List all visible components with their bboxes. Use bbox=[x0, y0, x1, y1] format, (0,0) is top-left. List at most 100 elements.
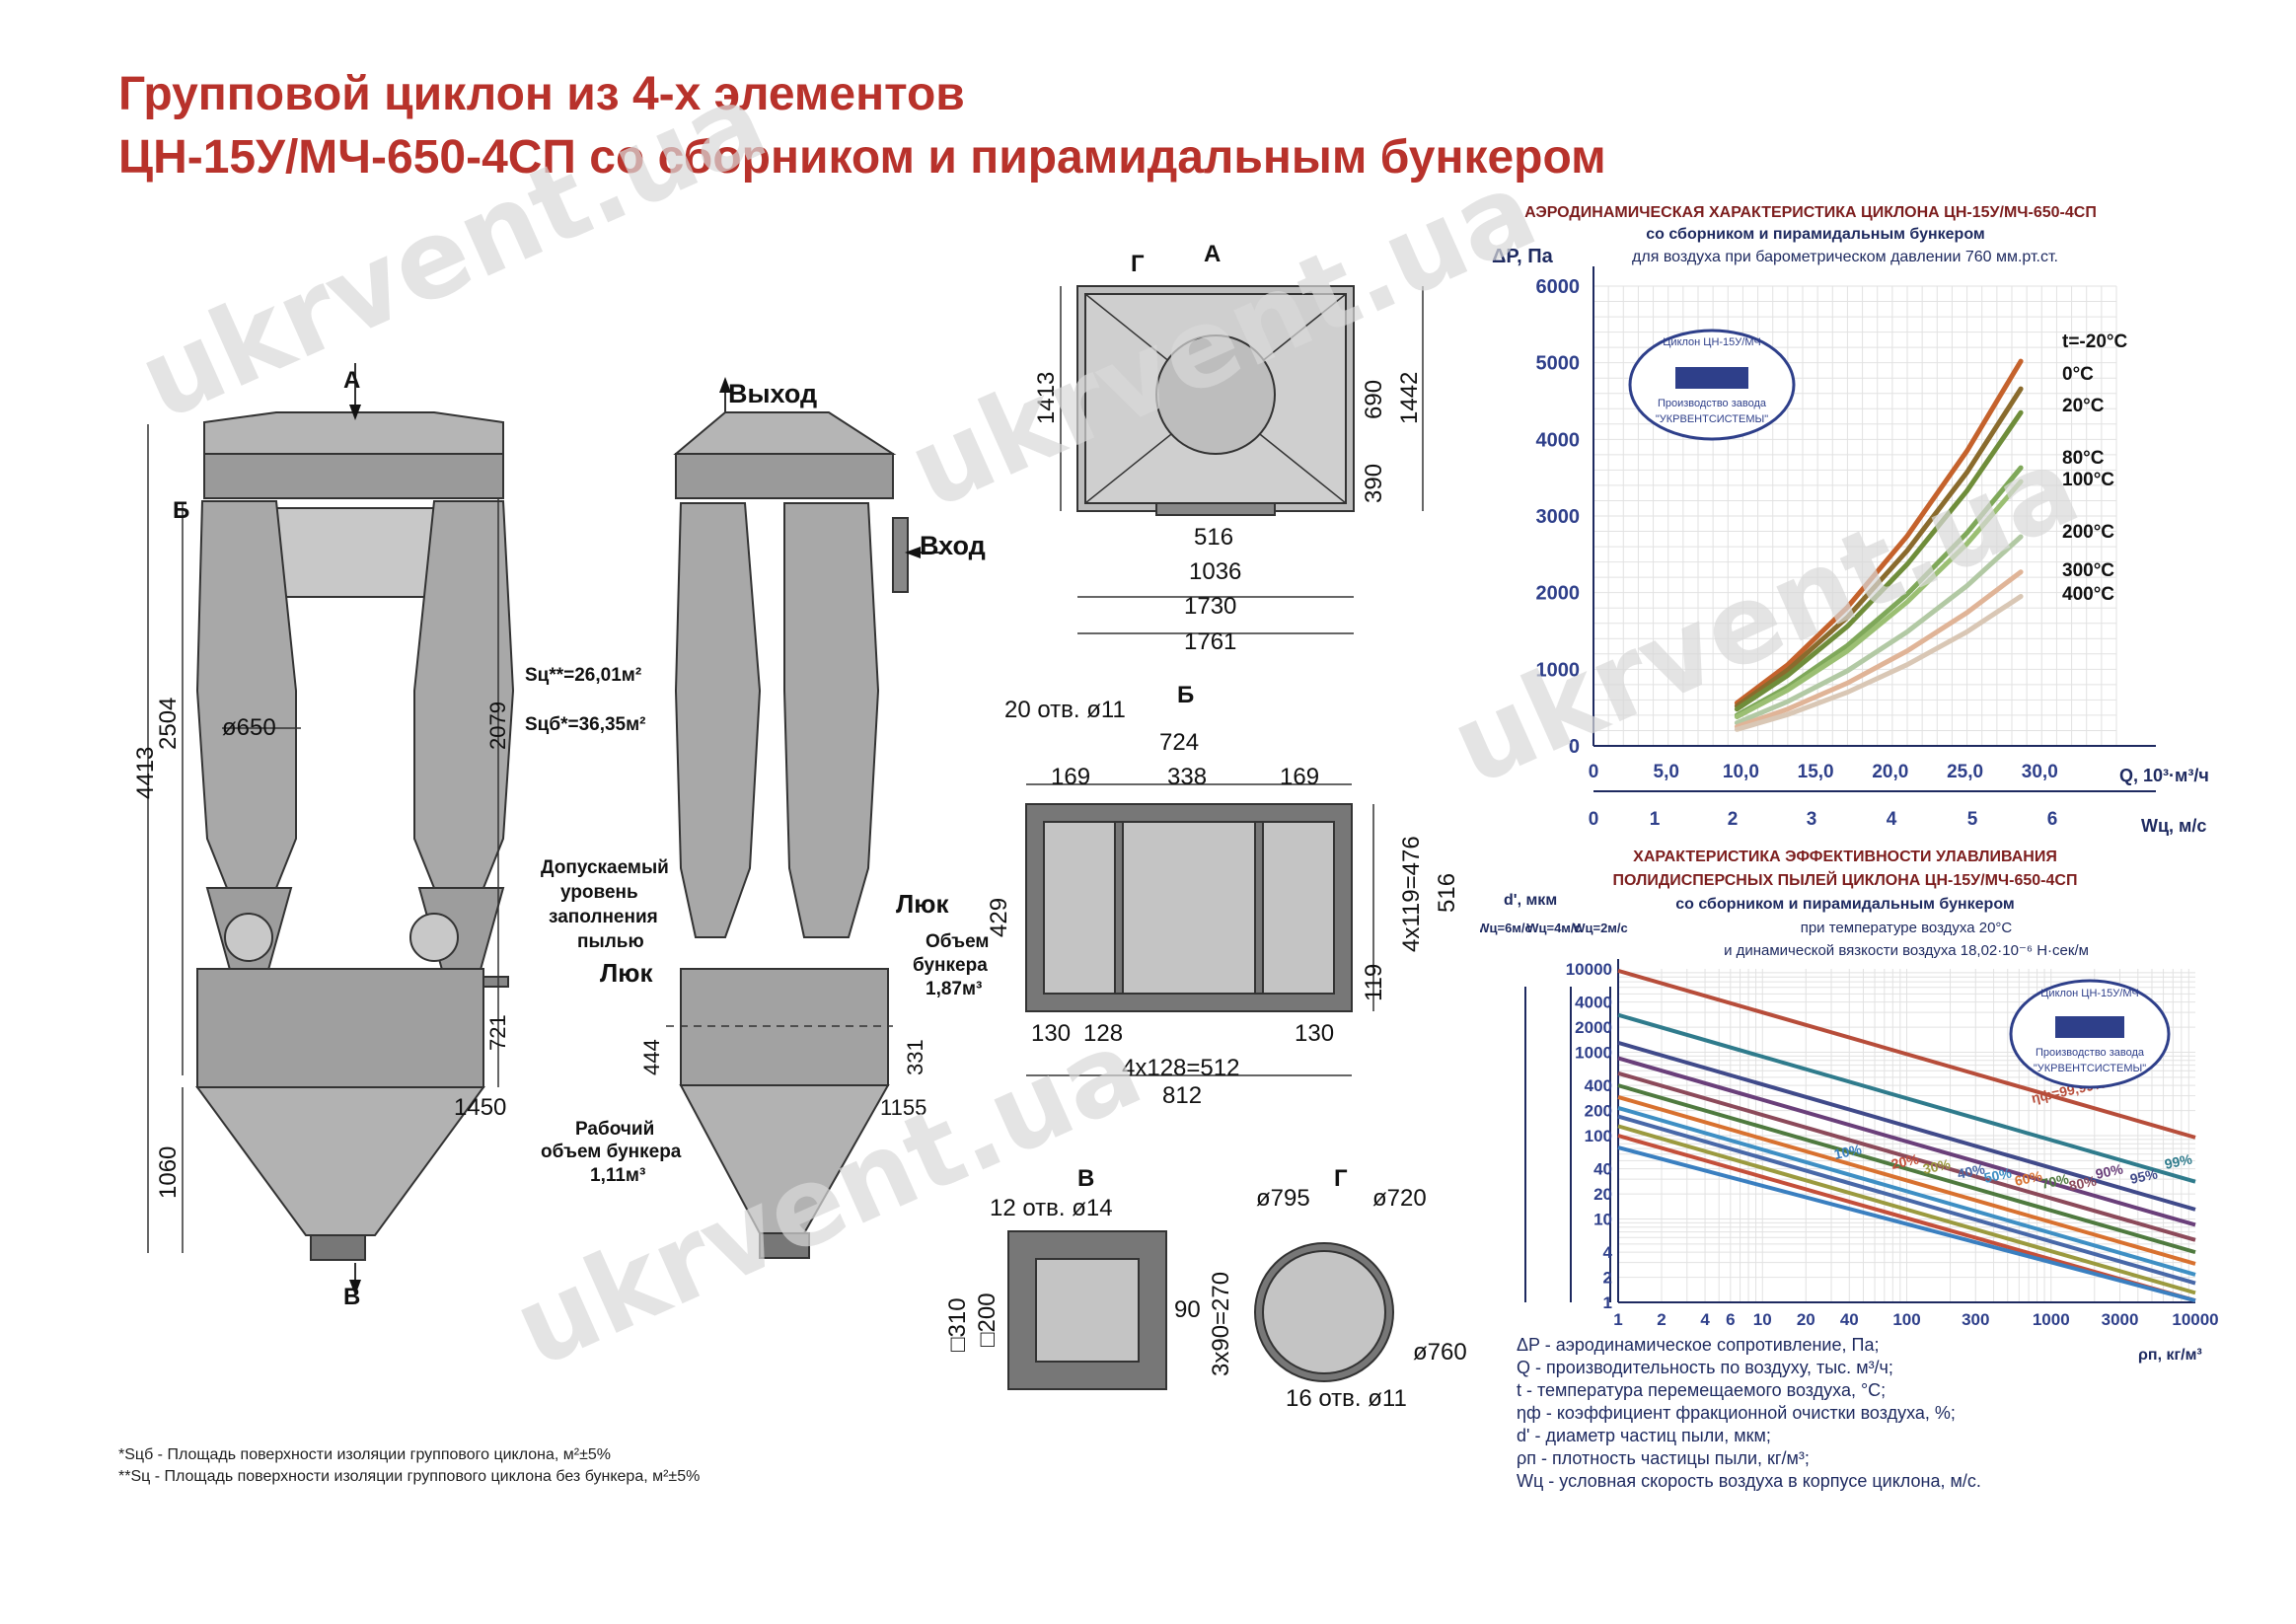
chart1-x2label: Wц, м/с bbox=[2141, 816, 2206, 836]
top-view bbox=[1060, 285, 1424, 634]
chart2-stamp-line3: "УКРВЕНТСИСТЕМЫ" bbox=[2034, 1063, 2146, 1074]
chart2-series-label: 10% bbox=[1832, 1141, 1863, 1162]
chart2-ylabel: d', мкм bbox=[1504, 892, 1557, 909]
chart2-stamp: Циклон ЦН-15У/МЧ Производство завода "УК… bbox=[2009, 979, 2171, 1089]
side-vol-2: бункера bbox=[913, 955, 988, 976]
chart2-xtick: 40 bbox=[1840, 1310, 1859, 1329]
chart2-series-line bbox=[1617, 968, 2196, 1140]
side-dust-1: Допускаемый bbox=[541, 857, 669, 878]
top-dim-1761: 1761 bbox=[1184, 628, 1236, 655]
chart2-xtick: 1 bbox=[1613, 1310, 1622, 1329]
section-b-dim-169b: 169 bbox=[1280, 764, 1319, 790]
chart2-series-line bbox=[1617, 1040, 2196, 1212]
view-v-dim-310: □310 bbox=[944, 1297, 971, 1352]
legend-item: ρп - плотность частицы пыли, кг/м³; bbox=[1517, 1448, 1810, 1468]
chart1-series-line bbox=[1734, 409, 2024, 712]
chart1-series-line bbox=[1734, 594, 2024, 732]
drawings-svg: А В Б ø650 4413 2504 1060 1450 Выход Вхо… bbox=[132, 241, 1467, 1412]
side-label-out: Выход bbox=[728, 379, 817, 408]
front-dim-1450: 1450 bbox=[454, 1094, 506, 1121]
section-b-dim-812: 812 bbox=[1162, 1082, 1202, 1109]
view-g-labels: Г ø795 ø720 ø760 16 отв. ø11 bbox=[1256, 1165, 1467, 1412]
view-v-dim-270: 3x90=270 bbox=[1208, 1272, 1234, 1376]
side-dim-721: 721 bbox=[485, 1014, 510, 1051]
side-area-scb: Sцб*=36,35м² bbox=[525, 714, 646, 735]
section-b-holes: 20 отв. ø11 bbox=[1004, 697, 1126, 723]
chart1-xtick: 0 bbox=[1589, 762, 1599, 782]
chart1-ytick: 4000 bbox=[1536, 429, 1581, 451]
chart2-series-label: 50% bbox=[1982, 1164, 2013, 1186]
section-b-view bbox=[1025, 783, 1374, 1076]
chart2-series-label: 70% bbox=[2039, 1170, 2070, 1192]
chart2-series-line bbox=[1617, 1070, 2196, 1242]
chart1-x2tick: 4 bbox=[1887, 809, 1897, 830]
view-v-label: В bbox=[1077, 1165, 1094, 1192]
chart2-series-label: 90% bbox=[2094, 1160, 2124, 1182]
section-b-dim-516: 516 bbox=[1434, 873, 1460, 913]
chart1-series-label: 300°C bbox=[2062, 560, 2114, 581]
top-label-g: Г bbox=[1131, 251, 1145, 277]
chart2-ytick: 100 bbox=[1585, 1127, 1612, 1145]
chart1-series-label: 400°C bbox=[2062, 584, 2114, 605]
chart1-x2tick: 6 bbox=[2047, 809, 2058, 830]
side-dim-2079: 2079 bbox=[485, 701, 510, 750]
chart1-series-label: 20°C bbox=[2062, 396, 2105, 416]
chart1-x2tick: 2 bbox=[1728, 809, 1739, 830]
section-b-dim-512: 4x128=512 bbox=[1122, 1055, 1239, 1081]
chart2-ytick: 40 bbox=[1593, 1160, 1612, 1179]
legend-item: ΔP - аэродинамическое сопротивление, Па; bbox=[1517, 1335, 1880, 1355]
chart2-series-label: 99% bbox=[2163, 1150, 2193, 1172]
chart2-ytick: 200 bbox=[1585, 1102, 1612, 1121]
legend-item: ηф - коэффициент фракционной очистки воз… bbox=[1517, 1403, 1956, 1423]
chart1-xtick: 5,0 bbox=[1654, 762, 1679, 782]
section-b-dim-119: 119 bbox=[1361, 964, 1387, 1001]
side-dim-444: 444 bbox=[639, 1039, 664, 1075]
chart2-series-label: 60% bbox=[2013, 1167, 2043, 1189]
chart2-xtick: 300 bbox=[1962, 1310, 1989, 1329]
side-dust-4: пылью bbox=[577, 931, 644, 952]
chart2-ytick: 10000 bbox=[1566, 960, 1612, 979]
section-b-dim-169a: 169 bbox=[1051, 764, 1090, 790]
chart1-ytick: 0 bbox=[1569, 736, 1580, 758]
side-dim-1155: 1155 bbox=[880, 1095, 926, 1120]
chart2-note1: при температуре воздуха 20°С bbox=[1801, 920, 2013, 936]
section-b-labels: Б 20 отв. ø11 724 169 338 169 429 4x119=… bbox=[986, 682, 1460, 1109]
front-label-section-b: Б bbox=[173, 497, 189, 524]
front-view bbox=[147, 363, 515, 1295]
section-b-dim-724: 724 bbox=[1159, 729, 1199, 756]
chart2-ytick: 4000 bbox=[1575, 994, 1612, 1012]
side-area-sc: Sц**=26,01м² bbox=[525, 665, 641, 686]
chart2-aux-axes: Wц=6м/сWц=4м/сWц=2м/с bbox=[1480, 921, 1628, 1302]
chart1-stamp: Циклон ЦН-15У/МЧ Производство завода "УК… bbox=[1628, 329, 1796, 441]
chart1-x2tick: 5 bbox=[1967, 809, 1978, 830]
top-dim-1413: 1413 bbox=[1033, 372, 1060, 424]
legend-item: Q - производительность по воздуху, тыс. … bbox=[1517, 1358, 1893, 1377]
view-v-holes: 12 отв. ø14 bbox=[990, 1195, 1113, 1221]
chart2-ytick: 1000 bbox=[1575, 1044, 1612, 1063]
chart1-ytick: 3000 bbox=[1536, 506, 1581, 528]
chart1-stamp-cyclone-icon bbox=[1675, 367, 1748, 389]
front-dim-2504: 2504 bbox=[155, 698, 182, 750]
chart2-series-label: 40% bbox=[1956, 1160, 1986, 1182]
side-view bbox=[497, 377, 942, 1259]
title-line-1: Групповой циклон из 4-х элементов bbox=[118, 68, 965, 120]
view-v bbox=[1007, 1230, 1167, 1390]
top-dim-1036: 1036 bbox=[1189, 558, 1241, 585]
chart1-x2tick: 3 bbox=[1807, 809, 1817, 830]
front-view-labels: А В Б ø650 4413 2504 1060 1450 bbox=[132, 367, 506, 1310]
chart1-series-line bbox=[1734, 569, 2024, 730]
footnote-1: *Sцб - Площадь поверхности изоляции груп… bbox=[118, 1446, 611, 1463]
side-view-labels: Выход Вход 2079 721 444 331 1155 Sц**=26… bbox=[485, 379, 990, 1186]
chart2-stamp-cyclone-icon bbox=[2055, 1016, 2124, 1038]
side-vol-1: Объем bbox=[926, 931, 990, 952]
chart2-series-label: 80% bbox=[2067, 1172, 2098, 1194]
chart2-ytick: 2000 bbox=[1575, 1018, 1612, 1037]
section-b-label: Б bbox=[1177, 682, 1194, 708]
chart1-series-label: 200°C bbox=[2062, 522, 2114, 543]
chart2-xtick: 20 bbox=[1797, 1310, 1815, 1329]
chart2-ytick: 2 bbox=[1603, 1269, 1612, 1288]
view-g-dim-720: ø720 bbox=[1372, 1185, 1427, 1212]
chart1-series-line bbox=[1734, 386, 2024, 709]
top-dim-1730: 1730 bbox=[1184, 593, 1236, 620]
chart1-series-line bbox=[1734, 534, 2024, 726]
